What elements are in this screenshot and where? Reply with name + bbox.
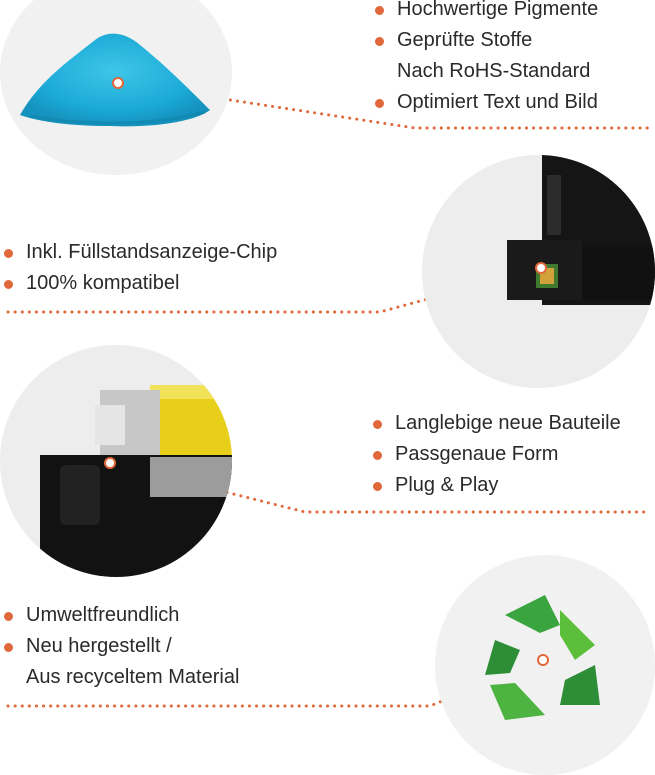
bullet-list-4: Umweltfreundlich Neu hergestellt / Aus r… <box>4 600 239 693</box>
bullet-item: Plug & Play <box>373 470 621 501</box>
marker-dot-4 <box>537 654 549 666</box>
bullet-item: 100% kompatibel <box>4 268 277 299</box>
marker-dot-1 <box>112 77 124 89</box>
bullet-item: Hochwertige Pigmente <box>375 0 598 25</box>
cartridge-chip-icon <box>507 155 655 305</box>
bullet-dot <box>375 99 384 108</box>
bullet-dot <box>4 612 13 621</box>
bullet-text: Hochwertige Pigmente <box>397 0 599 20</box>
cartridge-drum-image <box>0 345 232 577</box>
bullet-dot <box>373 451 382 460</box>
bullet-text: Aus recyceltem Material <box>26 666 240 688</box>
bullet-item: Langlebige neue Bauteile <box>373 408 621 439</box>
bullet-list-1: Hochwertige Pigmente Geprüfte Stoffe Nac… <box>375 0 598 118</box>
marker-dot-3 <box>104 457 116 469</box>
bullet-item: Neu hergestellt / <box>4 631 239 662</box>
bullet-dot <box>4 280 13 289</box>
bullet-text: Neu hergestellt / <box>26 635 172 657</box>
bullet-text: Umweltfreundlich <box>26 604 180 626</box>
bullet-item: Geprüfte Stoffe <box>375 25 598 56</box>
bullet-list-3: Langlebige neue Bauteile Passgenaue Form… <box>373 408 621 501</box>
bullet-dot <box>375 37 384 46</box>
bullet-text: Inkl. Füllstandsanzeige-Chip <box>26 241 278 263</box>
bullet-text: Plug & Play <box>395 474 499 496</box>
bullet-text: Optimiert Text und Bild <box>397 91 598 113</box>
bullet-item-continuation: Nach RoHS-Standard <box>375 56 598 87</box>
bullet-text: Nach RoHS-Standard <box>397 60 591 82</box>
cartridge-drum-icon <box>40 385 232 577</box>
bullet-text: Passgenaue Form <box>395 443 559 465</box>
cartridge-chip-image <box>422 155 655 388</box>
bullet-dot <box>375 6 384 15</box>
bullet-item: Inkl. Füllstandsanzeige-Chip <box>4 237 277 268</box>
bullet-item: Passgenaue Form <box>373 439 621 470</box>
bullet-dot <box>373 420 382 429</box>
bullet-item: Umweltfreundlich <box>4 600 239 631</box>
marker-dot-2 <box>535 262 547 274</box>
bullet-dot <box>373 482 382 491</box>
bullet-item-continuation: Aus recyceltem Material <box>4 662 239 693</box>
bullet-text: Geprüfte Stoffe <box>397 29 533 51</box>
bullet-dot <box>4 643 13 652</box>
bullet-text: 100% kompatibel <box>26 272 180 294</box>
bullet-dot <box>4 249 13 258</box>
bullet-text: Langlebige neue Bauteile <box>395 412 621 434</box>
bullet-item: Optimiert Text und Bild <box>375 87 598 118</box>
bullet-list-2: Inkl. Füllstandsanzeige-Chip 100% kompat… <box>4 237 277 299</box>
recycle-icon <box>485 595 600 720</box>
